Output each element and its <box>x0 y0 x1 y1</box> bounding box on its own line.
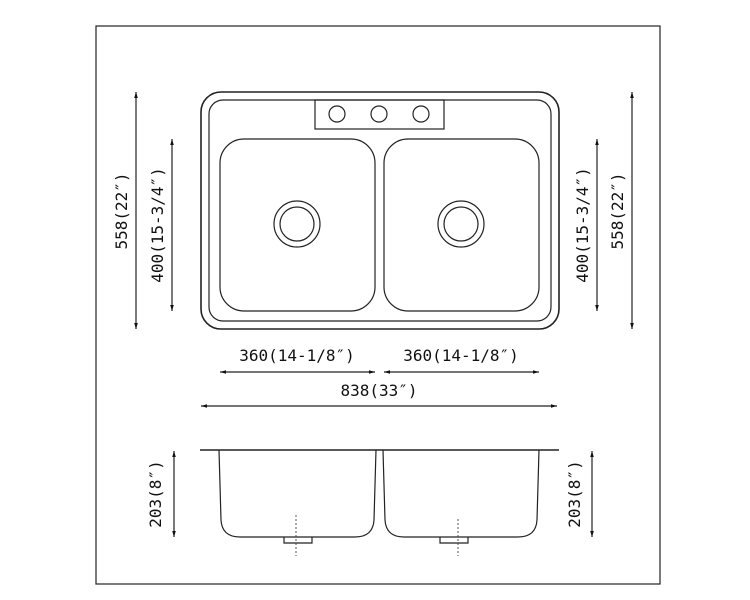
right-bowl <box>383 138 540 312</box>
bowl-depth-right-label: 400(15-3/4″) <box>573 167 592 283</box>
right-drain-stub <box>439 537 469 544</box>
overall-depth-right-label: 558(22″) <box>608 172 627 249</box>
drawing-frame <box>95 25 661 585</box>
faucet-hole-right <box>412 105 430 123</box>
sink-inner-rim <box>208 99 552 322</box>
right-drain-outer <box>437 200 485 248</box>
left-bowl-profile <box>218 449 377 538</box>
left-drain-outer <box>273 200 321 248</box>
bowl-height-left-label: 203(8″) <box>146 460 165 527</box>
bowl-height-right-label: 203(8″) <box>565 460 584 527</box>
left-drain-inner <box>279 206 315 242</box>
faucet-deck <box>314 99 445 130</box>
left-bowl <box>219 138 376 312</box>
overall-depth-left-label: 558(22″) <box>112 172 131 249</box>
faucet-hole-left <box>328 105 346 123</box>
bowl-width-right-label: 360(14-1/8″) <box>403 346 519 365</box>
sink-outer-rim <box>200 91 560 330</box>
bowl-width-left-label: 360(14-1/8″) <box>239 346 355 365</box>
overall-width-label: 838(33″) <box>340 381 417 400</box>
left-drain-stub <box>283 537 313 544</box>
sink-top-view <box>200 91 560 330</box>
sink-side-view <box>200 449 559 556</box>
bowl-depth-left-label: 400(15-3/4″) <box>148 167 167 283</box>
faucet-hole-center <box>370 105 388 123</box>
right-drain-inner <box>443 206 479 242</box>
right-bowl-profile <box>382 449 540 538</box>
